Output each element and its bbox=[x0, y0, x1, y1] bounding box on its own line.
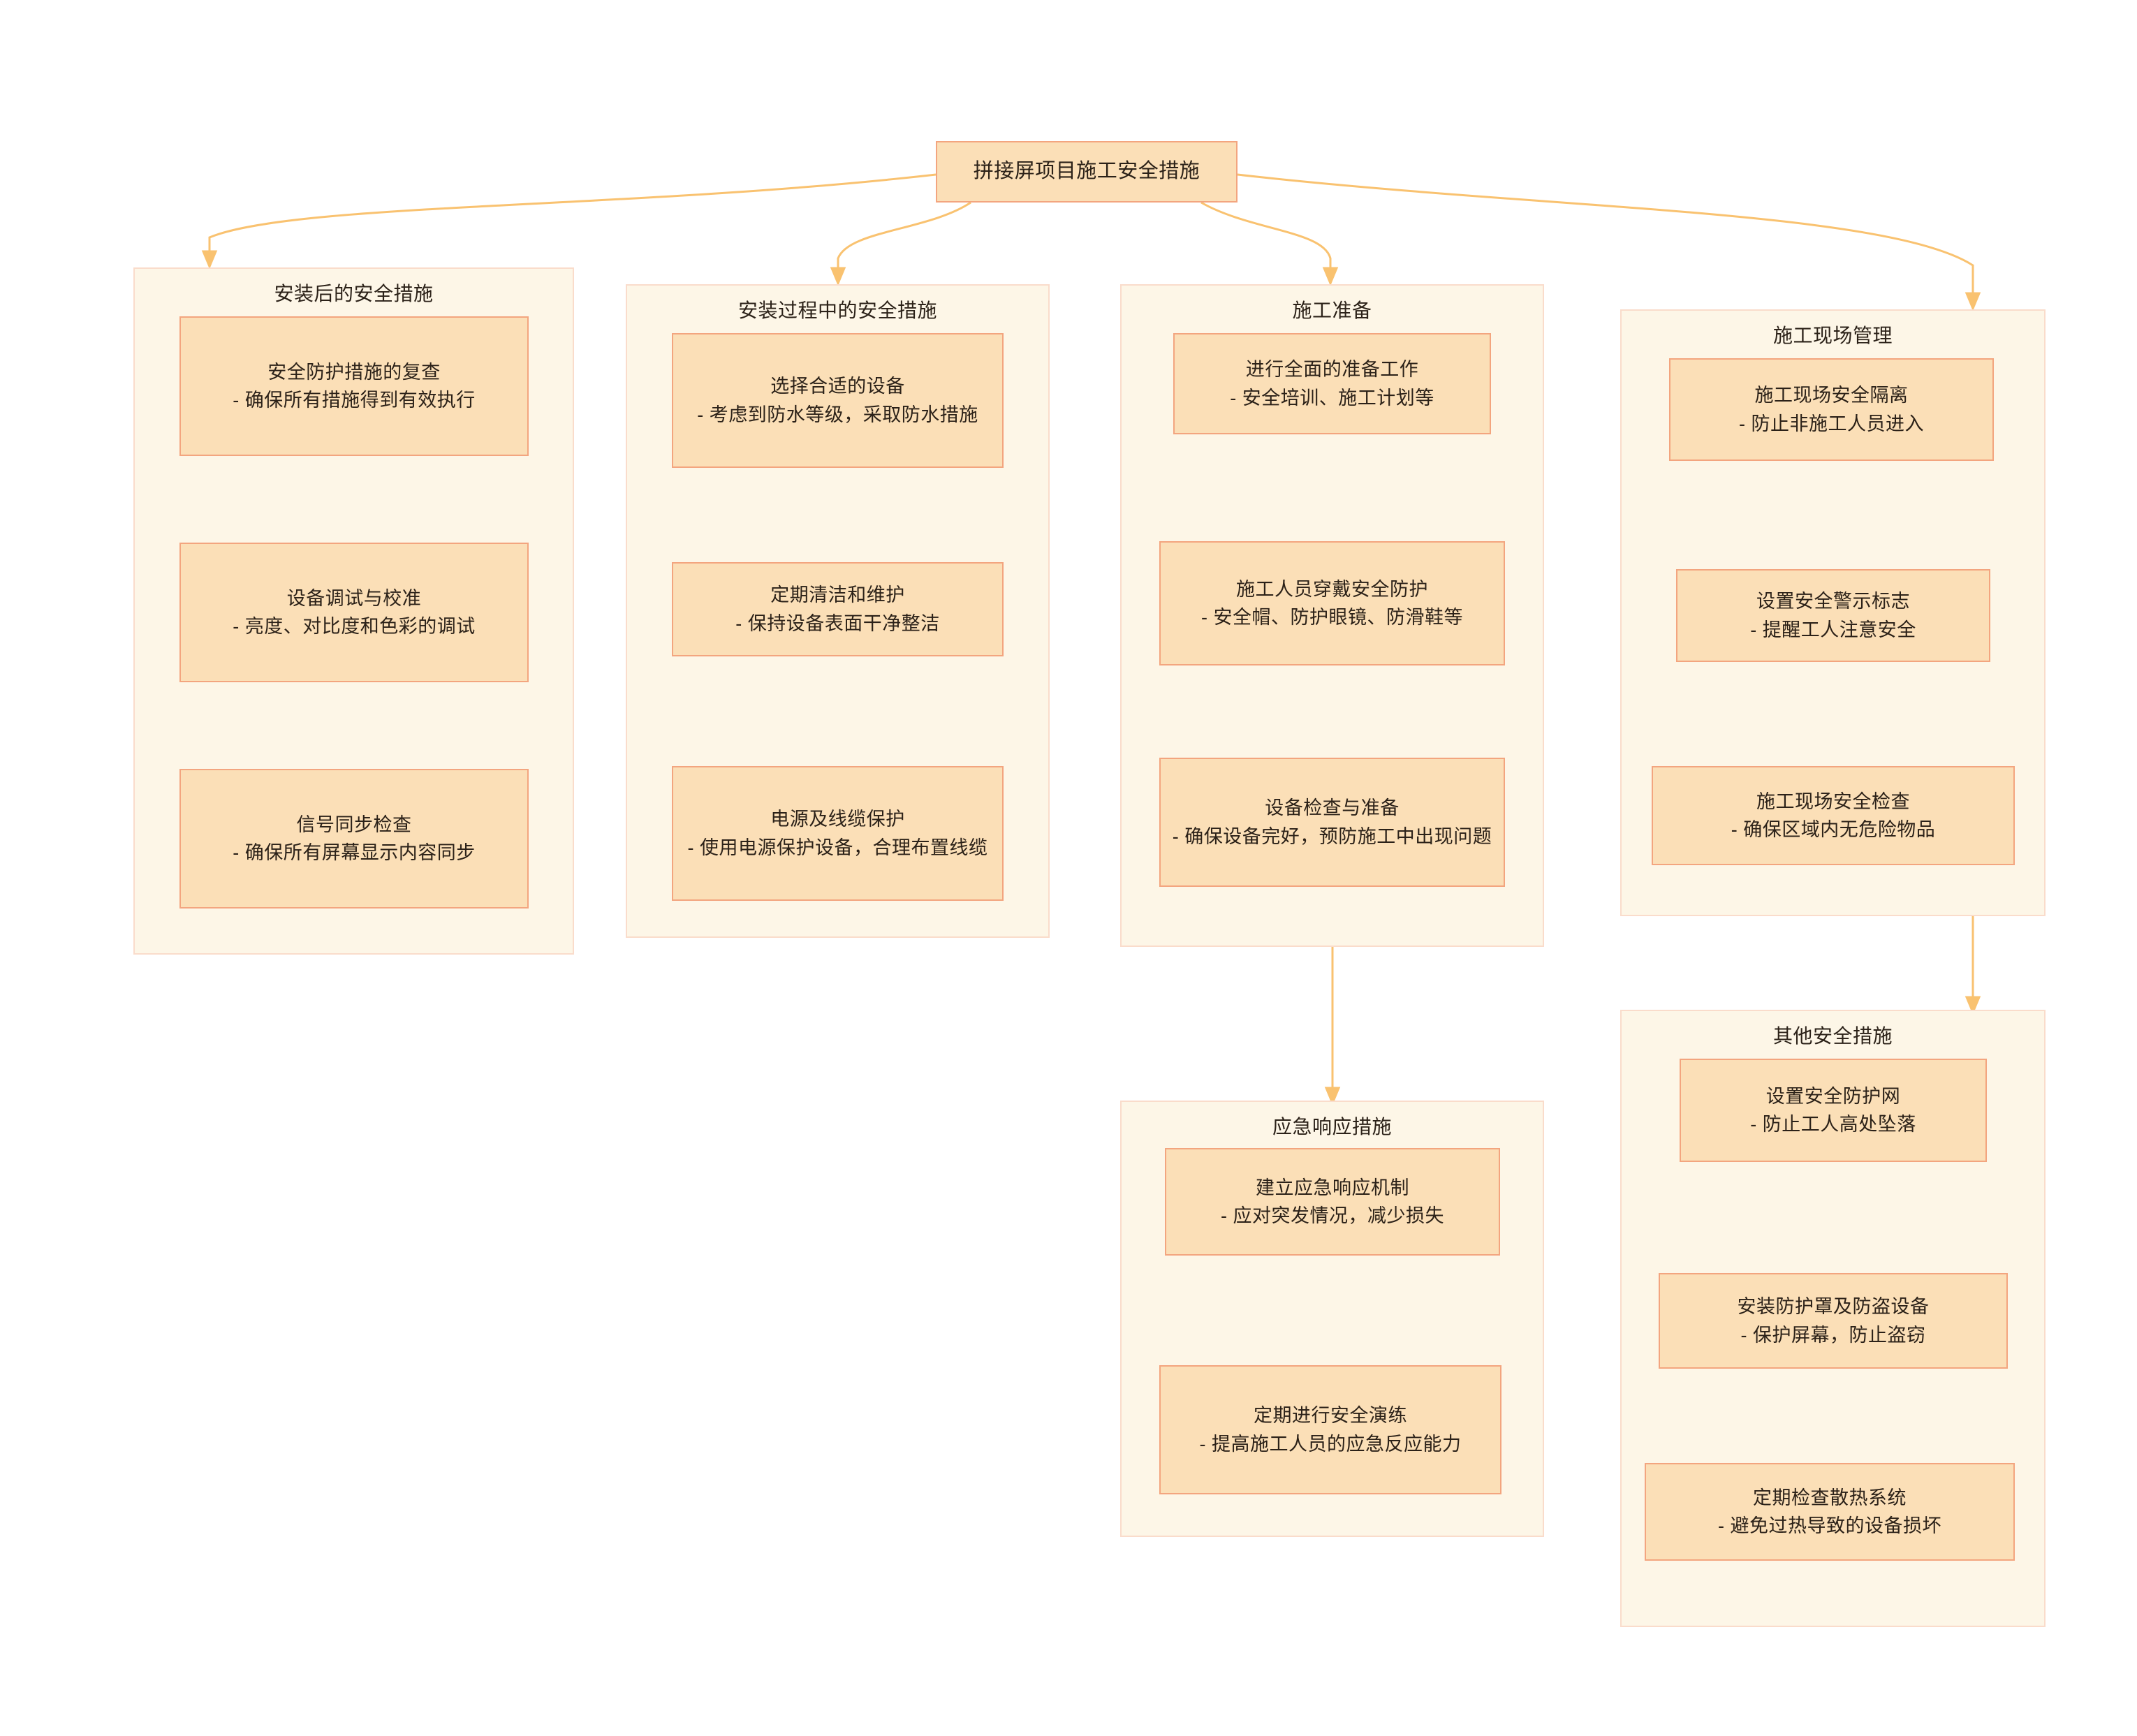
node-desc: - 确保所有措施得到有效执行 bbox=[233, 390, 476, 411]
node-title: 进行全面的准备工作 bbox=[1245, 359, 1419, 380]
node-desc: - 提高施工人员的应急反应能力 bbox=[1199, 1433, 1462, 1455]
node-post-install-0[interactable]: 安全防护措施的复查 - 确保所有措施得到有效执行 bbox=[179, 316, 529, 456]
group-title-site-management: 施工现场管理 bbox=[1772, 325, 1893, 346]
node-preparation-0[interactable]: 进行全面的准备工作 - 安全培训、施工计划等 bbox=[1173, 333, 1491, 434]
node-site-management-0[interactable]: 施工现场安全隔离 - 防止非施工人员进入 bbox=[1669, 358, 1994, 461]
node-title: 设置安全防护网 bbox=[1765, 1085, 1901, 1107]
node-desc: - 考虑到防水等级，采取防水措施 bbox=[697, 404, 978, 425]
node-title: 施工人员穿戴安全防护 bbox=[1236, 578, 1428, 600]
group-title-post-install: 安装后的安全措施 bbox=[274, 283, 434, 304]
node-desc: - 提醒工人注意安全 bbox=[1750, 619, 1916, 640]
edge-root-to-post-install bbox=[201, 173, 937, 270]
node-title: 安全防护措施的复查 bbox=[267, 361, 441, 383]
node-title: 定期进行安全演练 bbox=[1254, 1405, 1407, 1426]
node-desc: - 确保所有屏幕显示内容同步 bbox=[233, 842, 476, 863]
edge-root-to-site-management bbox=[1237, 173, 1981, 311]
group-title-other: 其他安全措施 bbox=[1772, 1025, 1893, 1047]
node-desc: - 保持设备表面干净整洁 bbox=[735, 612, 940, 634]
node-desc: - 使用电源保护设备，合理布置线缆 bbox=[687, 837, 988, 858]
node-title: 施工现场安全隔离 bbox=[1754, 385, 1909, 406]
node-post-install-2[interactable]: 信号同步检查 - 确保所有屏幕显示内容同步 bbox=[179, 769, 529, 909]
node-title: 电源及线缆保护 bbox=[770, 809, 905, 830]
node-emergency-1[interactable]: 定期进行安全演练 - 提高施工人员的应急反应能力 bbox=[1159, 1365, 1501, 1494]
node-other-1[interactable]: 安装防护罩及防盗设备 - 保护屏幕，防止盗窃 bbox=[1659, 1273, 2008, 1369]
node-during-install-1[interactable]: 定期清洁和维护 - 保持设备表面干净整洁 bbox=[672, 562, 1004, 656]
node-title: 设置安全警示标志 bbox=[1756, 591, 1910, 612]
node-title: 设备调试与校准 bbox=[286, 587, 422, 609]
root-node-label: 拼接屏项目施工安全措施 bbox=[973, 160, 1200, 183]
node-desc: - 避免过热导致的设备损坏 bbox=[1718, 1515, 1941, 1536]
node-other-2[interactable]: 定期检查散热系统 - 避免过热导致的设备损坏 bbox=[1645, 1463, 2015, 1561]
node-desc: - 安全培训、施工计划等 bbox=[1230, 387, 1434, 409]
node-site-management-1[interactable]: 设置安全警示标志 - 提醒工人注意安全 bbox=[1676, 569, 1990, 662]
node-during-install-0[interactable]: 选择合适的设备 - 考虑到防水等级，采取防水措施 bbox=[672, 333, 1004, 468]
node-during-install-2[interactable]: 电源及线缆保护 - 使用电源保护设备，合理布置线缆 bbox=[672, 766, 1004, 901]
group-title-preparation: 施工准备 bbox=[1292, 300, 1372, 321]
edge-root-to-preparation bbox=[1200, 201, 1339, 286]
node-desc: - 安全帽、防护眼镜、防滑鞋等 bbox=[1201, 607, 1463, 628]
node-desc: - 防止工人高处坠落 bbox=[1750, 1114, 1916, 1135]
group-title-during-install: 安装过程中的安全措施 bbox=[737, 300, 937, 321]
node-preparation-2[interactable]: 设备检查与准备 - 确保设备完好，预防施工中出现问题 bbox=[1159, 758, 1505, 887]
node-title: 定期检查散热系统 bbox=[1753, 1487, 1907, 1508]
group-title-emergency: 应急响应措施 bbox=[1272, 1116, 1392, 1138]
node-title: 建立应急响应机制 bbox=[1256, 1177, 1409, 1198]
node-post-install-1[interactable]: 设备调试与校准 - 亮度、对比度和色彩的调试 bbox=[179, 543, 529, 682]
node-desc: - 确保设备完好，预防施工中出现问题 bbox=[1172, 825, 1492, 847]
node-other-0[interactable]: 设置安全防护网 - 防止工人高处坠落 bbox=[1680, 1059, 1987, 1162]
node-desc: - 亮度、对比度和色彩的调试 bbox=[233, 616, 476, 637]
node-title: 施工现场安全检查 bbox=[1756, 790, 1910, 812]
node-desc: - 防止非施工人员进入 bbox=[1739, 413, 1924, 434]
node-title: 安装防护罩及防盗设备 bbox=[1737, 1296, 1930, 1317]
node-title: 选择合适的设备 bbox=[770, 376, 905, 397]
node-desc: - 确保区域内无危险物品 bbox=[1731, 819, 1936, 840]
node-site-management-2[interactable]: 施工现场安全检查 - 确保区域内无危险物品 bbox=[1652, 766, 2015, 865]
root-node[interactable]: 拼接屏项目施工安全措施 bbox=[936, 141, 1238, 203]
edge-root-to-during-install bbox=[830, 201, 971, 286]
node-title: 信号同步检查 bbox=[296, 814, 412, 835]
node-desc: - 应对突发情况，减少损失 bbox=[1221, 1205, 1444, 1226]
node-title: 设备检查与准备 bbox=[1265, 797, 1400, 818]
node-desc: - 保护屏幕，防止盗窃 bbox=[1740, 1324, 1926, 1346]
node-preparation-1[interactable]: 施工人员穿戴安全防护 - 安全帽、防护眼镜、防滑鞋等 bbox=[1159, 541, 1505, 665]
node-emergency-0[interactable]: 建立应急响应机制 - 应对突发情况，减少损失 bbox=[1165, 1148, 1500, 1256]
node-title: 定期清洁和维护 bbox=[770, 584, 905, 605]
